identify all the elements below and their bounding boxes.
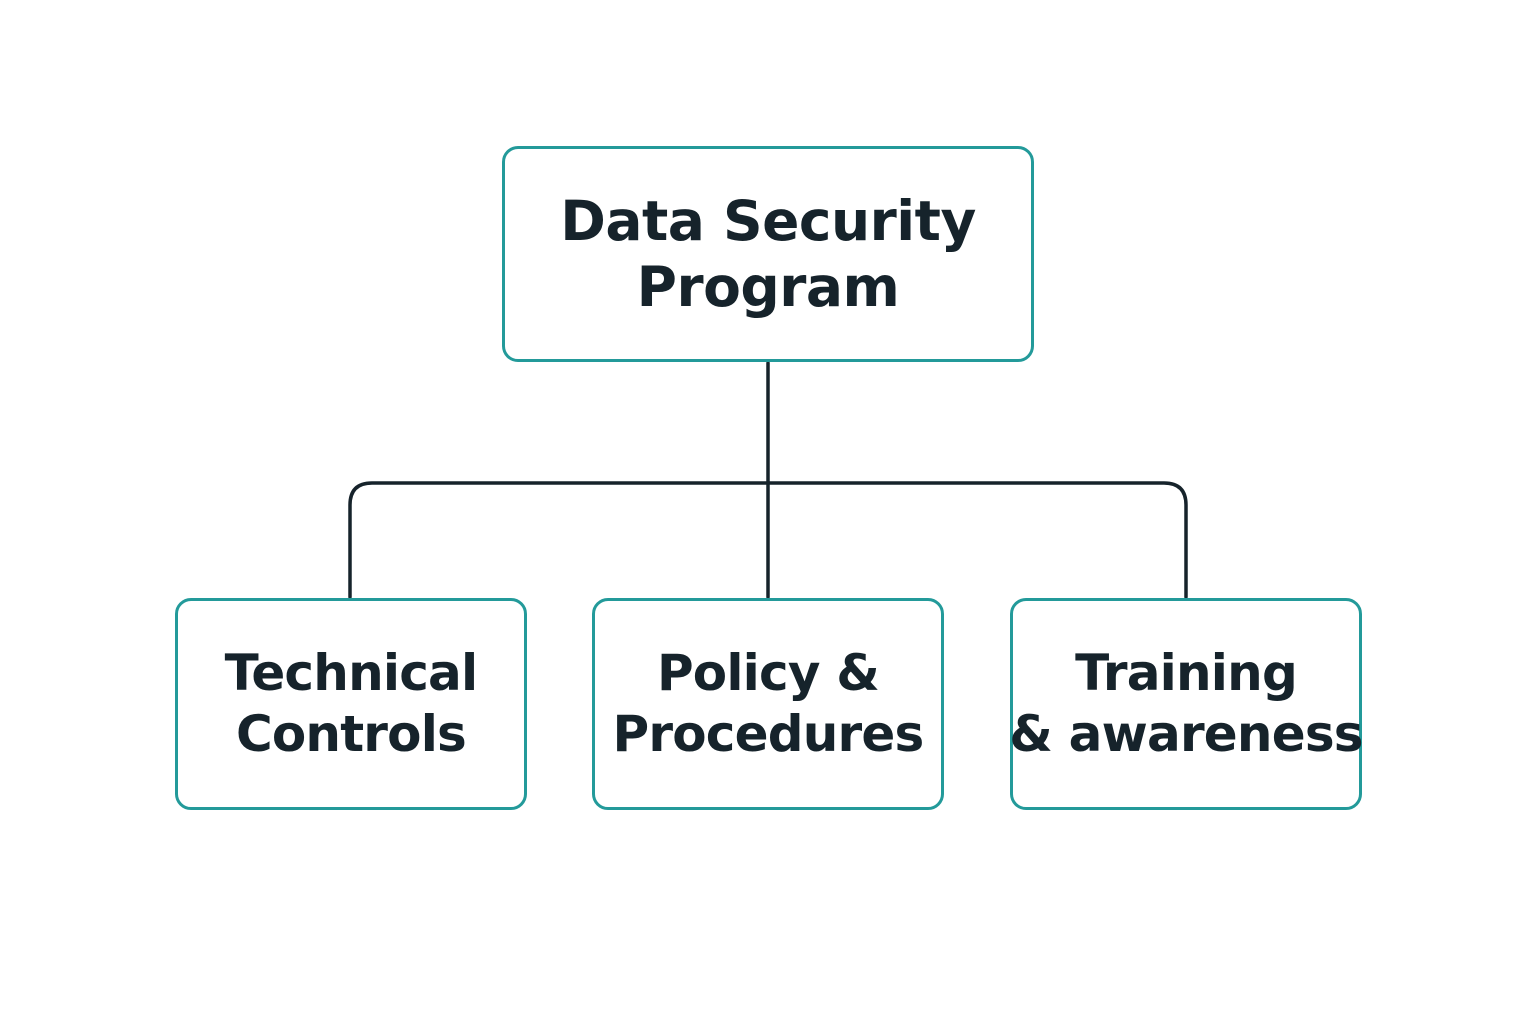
training-awareness-label-line-1: Training	[1075, 644, 1298, 702]
training-awareness-label-line-2: & awareness	[1009, 705, 1363, 763]
root-node-label-line-1: Data Security	[560, 189, 976, 253]
child-node-technical-controls: Technical Controls	[175, 598, 527, 810]
root-node-label-line-2: Program	[636, 255, 900, 319]
technical-controls-label-line-2: Controls	[235, 705, 467, 763]
child-node-policy-procedures: Policy & Procedures	[592, 598, 944, 810]
policy-procedures-label-line-1: Policy &	[656, 644, 880, 702]
policy-procedures-label-line-2: Procedures	[612, 705, 925, 763]
technical-controls-label-line-1: Technical	[224, 644, 478, 702]
child-node-training-awareness: Training & awareness	[1009, 598, 1364, 810]
root-node-data-security-program: Data Security Program	[502, 146, 1034, 362]
